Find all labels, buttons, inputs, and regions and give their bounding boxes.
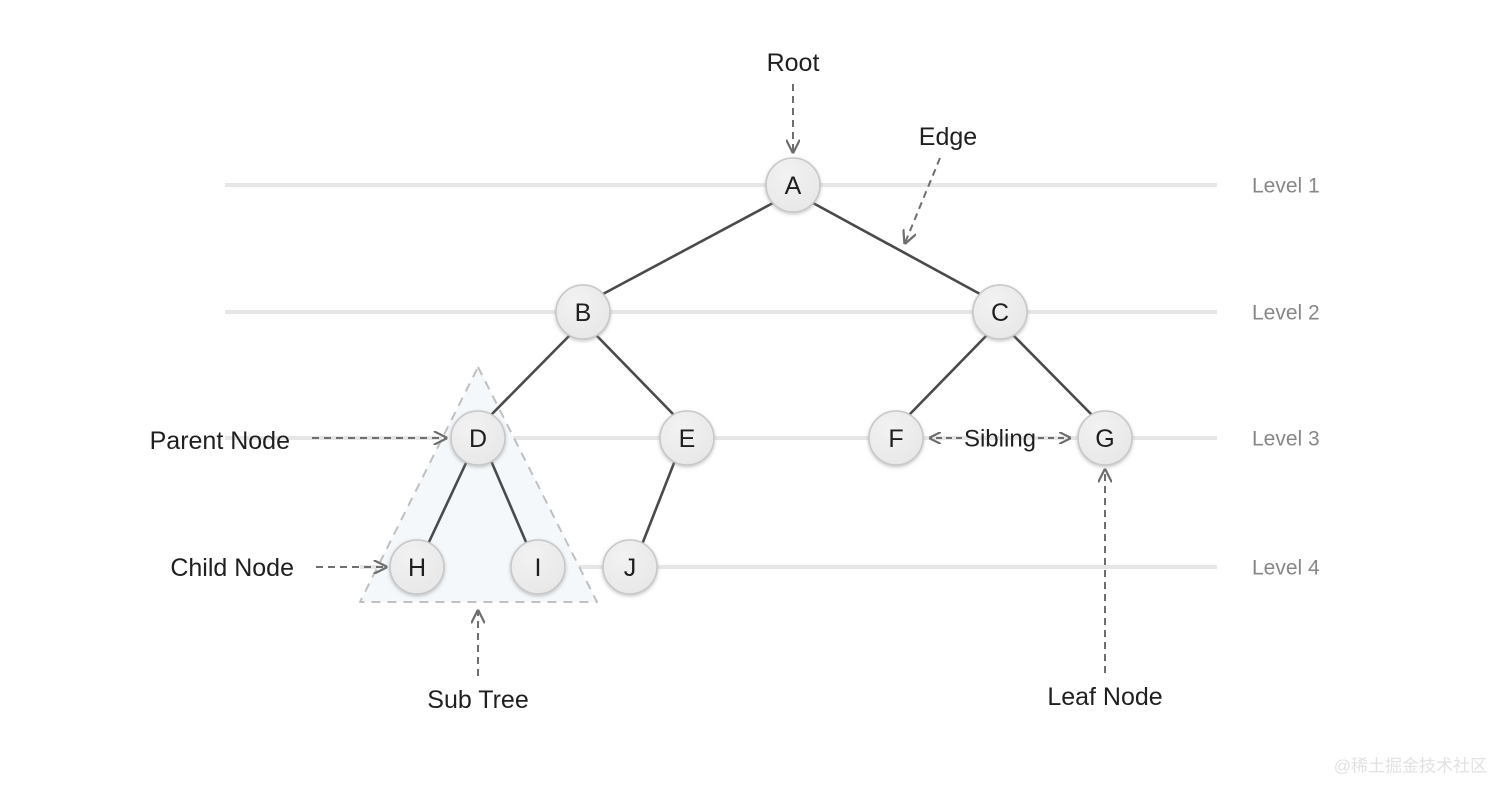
node-d[interactable]: D [450,410,506,466]
node-g-label: G [1095,425,1114,453]
parent-node-label: Parent Node [150,427,290,455]
root-label: Root [767,49,820,77]
leaf-node-label: Leaf Node [1047,683,1162,711]
level-label-4: Level 4 [1252,557,1320,580]
level-label-1: Level 1 [1252,175,1320,198]
edge-label: Edge [919,123,977,151]
node-d-label: D [469,425,487,453]
child-node-label: Child Node [170,554,294,582]
edge-a-c [811,201,982,296]
annotation-sibling: Sibling [930,426,1070,453]
node-j-circle[interactable] [602,539,658,595]
node-h-label: H [408,554,426,582]
node-c[interactable]: C [972,284,1028,340]
edge-d-i [490,461,528,544]
edge-d-h [427,461,468,544]
annotation-sub-tree: Sub Tree [427,611,529,714]
node-i-circle[interactable] [510,539,566,595]
level-label-2: Level 2 [1252,302,1320,325]
node-c-circle[interactable] [972,284,1028,340]
tree-nodes: A B C D E F G [389,157,1133,595]
node-i-label: I [535,554,542,582]
annotation-leaf-node: Leaf Node [1047,470,1163,711]
node-g[interactable]: G [1077,410,1133,466]
node-b[interactable]: B [555,284,611,340]
watermark: @稀土掘金技术社区 [1334,757,1487,776]
node-e-circle[interactable] [659,410,715,466]
annotation-edge: Edge [905,123,977,243]
tree-edges [427,201,1093,544]
node-c-label: C [991,299,1009,327]
node-a[interactable]: A [765,157,821,213]
node-h[interactable]: H [389,539,445,595]
edge-a-b [601,201,775,296]
edge-e-j [641,461,676,544]
node-f-label: F [888,425,903,453]
sibling-label: Sibling [964,426,1036,453]
annotation-child-node: Child Node [170,554,386,582]
node-f[interactable]: F [868,410,924,466]
node-e[interactable]: E [659,410,715,466]
node-g-circle[interactable] [1077,410,1133,466]
node-a-label: A [785,172,802,200]
node-f-circle[interactable] [868,410,924,466]
edge-b-d [490,334,571,416]
node-j[interactable]: J [602,539,658,595]
level-lines [225,183,1217,569]
annotation-root: Root [767,49,820,152]
edge-c-g [1012,334,1093,416]
node-b-label: B [575,299,592,327]
level-label-3: Level 3 [1252,428,1320,451]
sub-tree-label: Sub Tree [427,686,528,714]
edge-arrow [905,157,941,243]
annotation-parent-node: Parent Node [150,427,446,455]
node-j-label: J [624,554,637,582]
node-h-circle[interactable] [389,539,445,595]
edge-c-f [908,334,988,416]
node-i[interactable]: I [510,539,566,595]
node-d-circle[interactable] [450,410,506,466]
node-e-label: E [679,425,696,453]
node-a-circle[interactable] [765,157,821,213]
edge-b-e [595,334,675,416]
node-b-circle[interactable] [555,284,611,340]
level-labels: Level 1 Level 2 Level 3 Level 4 [1252,175,1320,580]
